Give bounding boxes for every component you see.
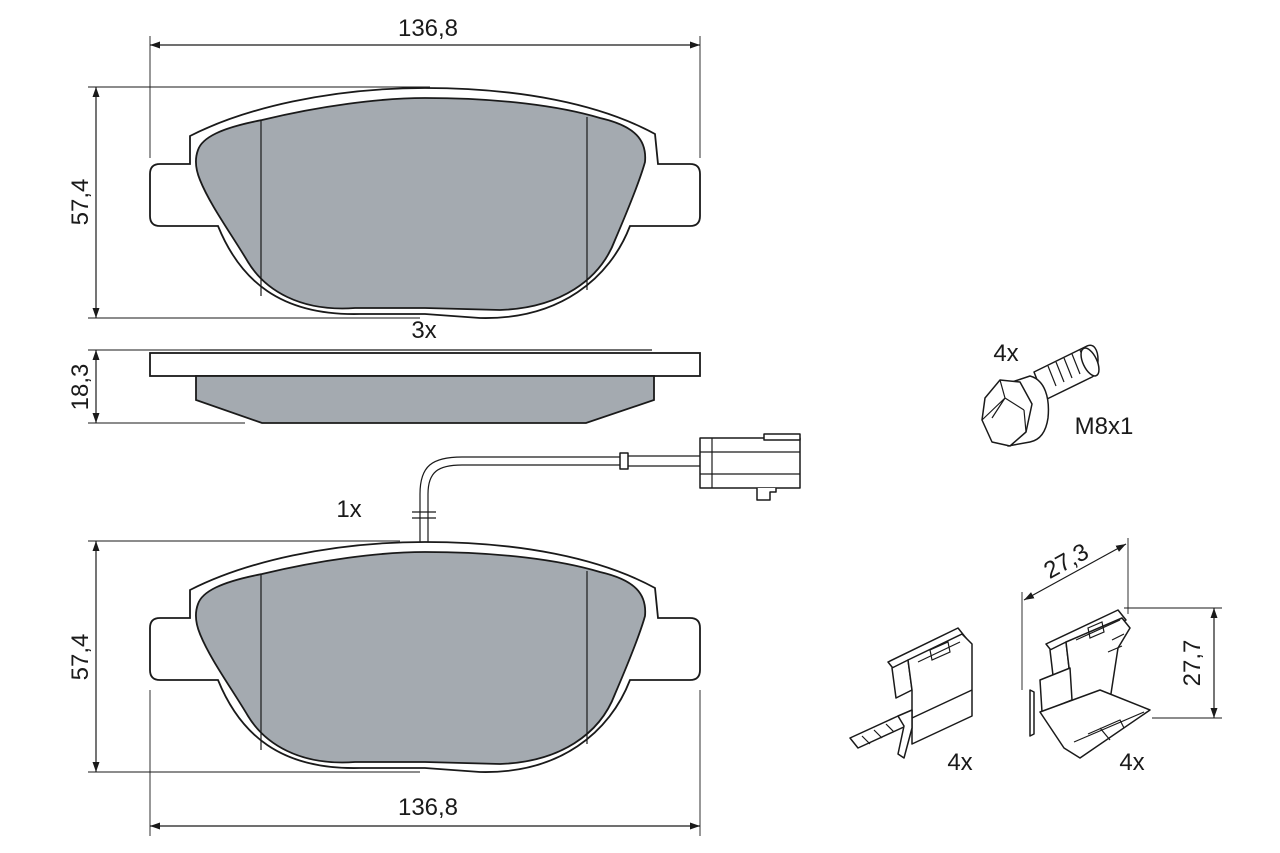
cable-crimp xyxy=(619,452,629,470)
dimension-bottom-width-label: 136,8 xyxy=(398,794,458,821)
brake-pad-bottom-view xyxy=(149,541,701,773)
brake-pad-side-view xyxy=(149,349,701,424)
friction-material-side xyxy=(195,375,655,424)
bolt-spec-label: M8x1 xyxy=(1075,413,1134,440)
dimension-clip-width-label: 27,3 xyxy=(1039,538,1093,584)
quantity-sensor-pad-label: 1x xyxy=(336,496,361,523)
dimension-top-height: 57,4 xyxy=(67,86,430,319)
dimension-top-width-label: 136,8 xyxy=(398,15,458,42)
backing-plate-side xyxy=(149,352,701,377)
quantity-bolts-label: 4x xyxy=(993,340,1018,367)
wear-sensor-cable xyxy=(412,452,700,546)
dimension-top-height-label: 57,4 xyxy=(67,179,94,226)
brake-pad-top-view xyxy=(149,87,701,319)
dimension-top-width: 136,8 xyxy=(149,15,701,158)
dimension-clip-height-label: 27,7 xyxy=(1179,640,1206,687)
dimension-bottom-height: 57,4 xyxy=(67,540,420,773)
friction-material xyxy=(195,551,647,765)
retaining-clip-right-icon xyxy=(1029,609,1151,759)
dimension-bottom-width: 136,8 xyxy=(149,690,701,836)
quantity-pads-label: 3x xyxy=(411,317,436,344)
friction-material xyxy=(195,97,647,311)
bolt-icon xyxy=(981,344,1100,447)
quantity-clips-left-label: 4x xyxy=(947,749,972,776)
dimension-thickness: 18,3 xyxy=(67,349,245,424)
dimension-bottom-height-label: 57,4 xyxy=(67,634,94,681)
quantity-clips-right-label: 4x xyxy=(1119,749,1144,776)
dimension-thickness-label: 18,3 xyxy=(67,364,94,411)
sensor-connector xyxy=(699,433,801,501)
dimension-clip-height: 27,7 xyxy=(1124,607,1222,719)
retaining-clip-left-icon xyxy=(849,627,973,759)
